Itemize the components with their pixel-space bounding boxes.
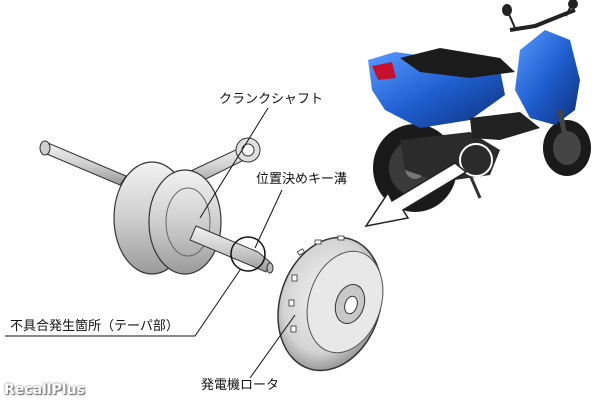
label-defect-location: 不具合発生箇所（テーパ部） (10, 319, 179, 334)
label-crankshaft: クランクシャフト (219, 92, 324, 107)
leader-lines (5, 107, 296, 379)
scooter-seat (400, 48, 515, 78)
scooter-mirrors (502, 0, 578, 29)
leader-rotor (249, 314, 296, 379)
scooter-illustration (368, 0, 591, 212)
crankshaft-illustration (39, 137, 274, 275)
crankshaft-right-shaft (189, 225, 271, 273)
scooter-side-stand (468, 174, 482, 199)
leader-key-groove (254, 189, 283, 249)
leader-crankshaft (199, 107, 269, 219)
scooter-highlight-circle (459, 143, 493, 177)
generator-rotor-illustration (277, 235, 384, 372)
label-generator-rotor: 発電機ロータ (201, 378, 280, 393)
crank-web-front (148, 169, 222, 275)
leader-defect (5, 269, 241, 337)
watermark-logo: RecallPlus (4, 382, 85, 398)
scooter-handlebar (509, 8, 576, 32)
crankshaft-left-shaft (41, 142, 127, 186)
rotor-rim-slots (288, 235, 345, 333)
key-groove-circle (230, 236, 266, 272)
label-key-groove: 位置決めキー溝 (256, 172, 348, 187)
scooter-front-fork (557, 109, 570, 149)
scooter-front-body (515, 30, 580, 125)
crankshaft-left-end (39, 140, 51, 156)
crankshaft-right-end (266, 262, 274, 274)
scooter-floorboard (470, 112, 540, 140)
scooter-tail-light (372, 62, 396, 80)
callout-arrow (364, 162, 468, 228)
